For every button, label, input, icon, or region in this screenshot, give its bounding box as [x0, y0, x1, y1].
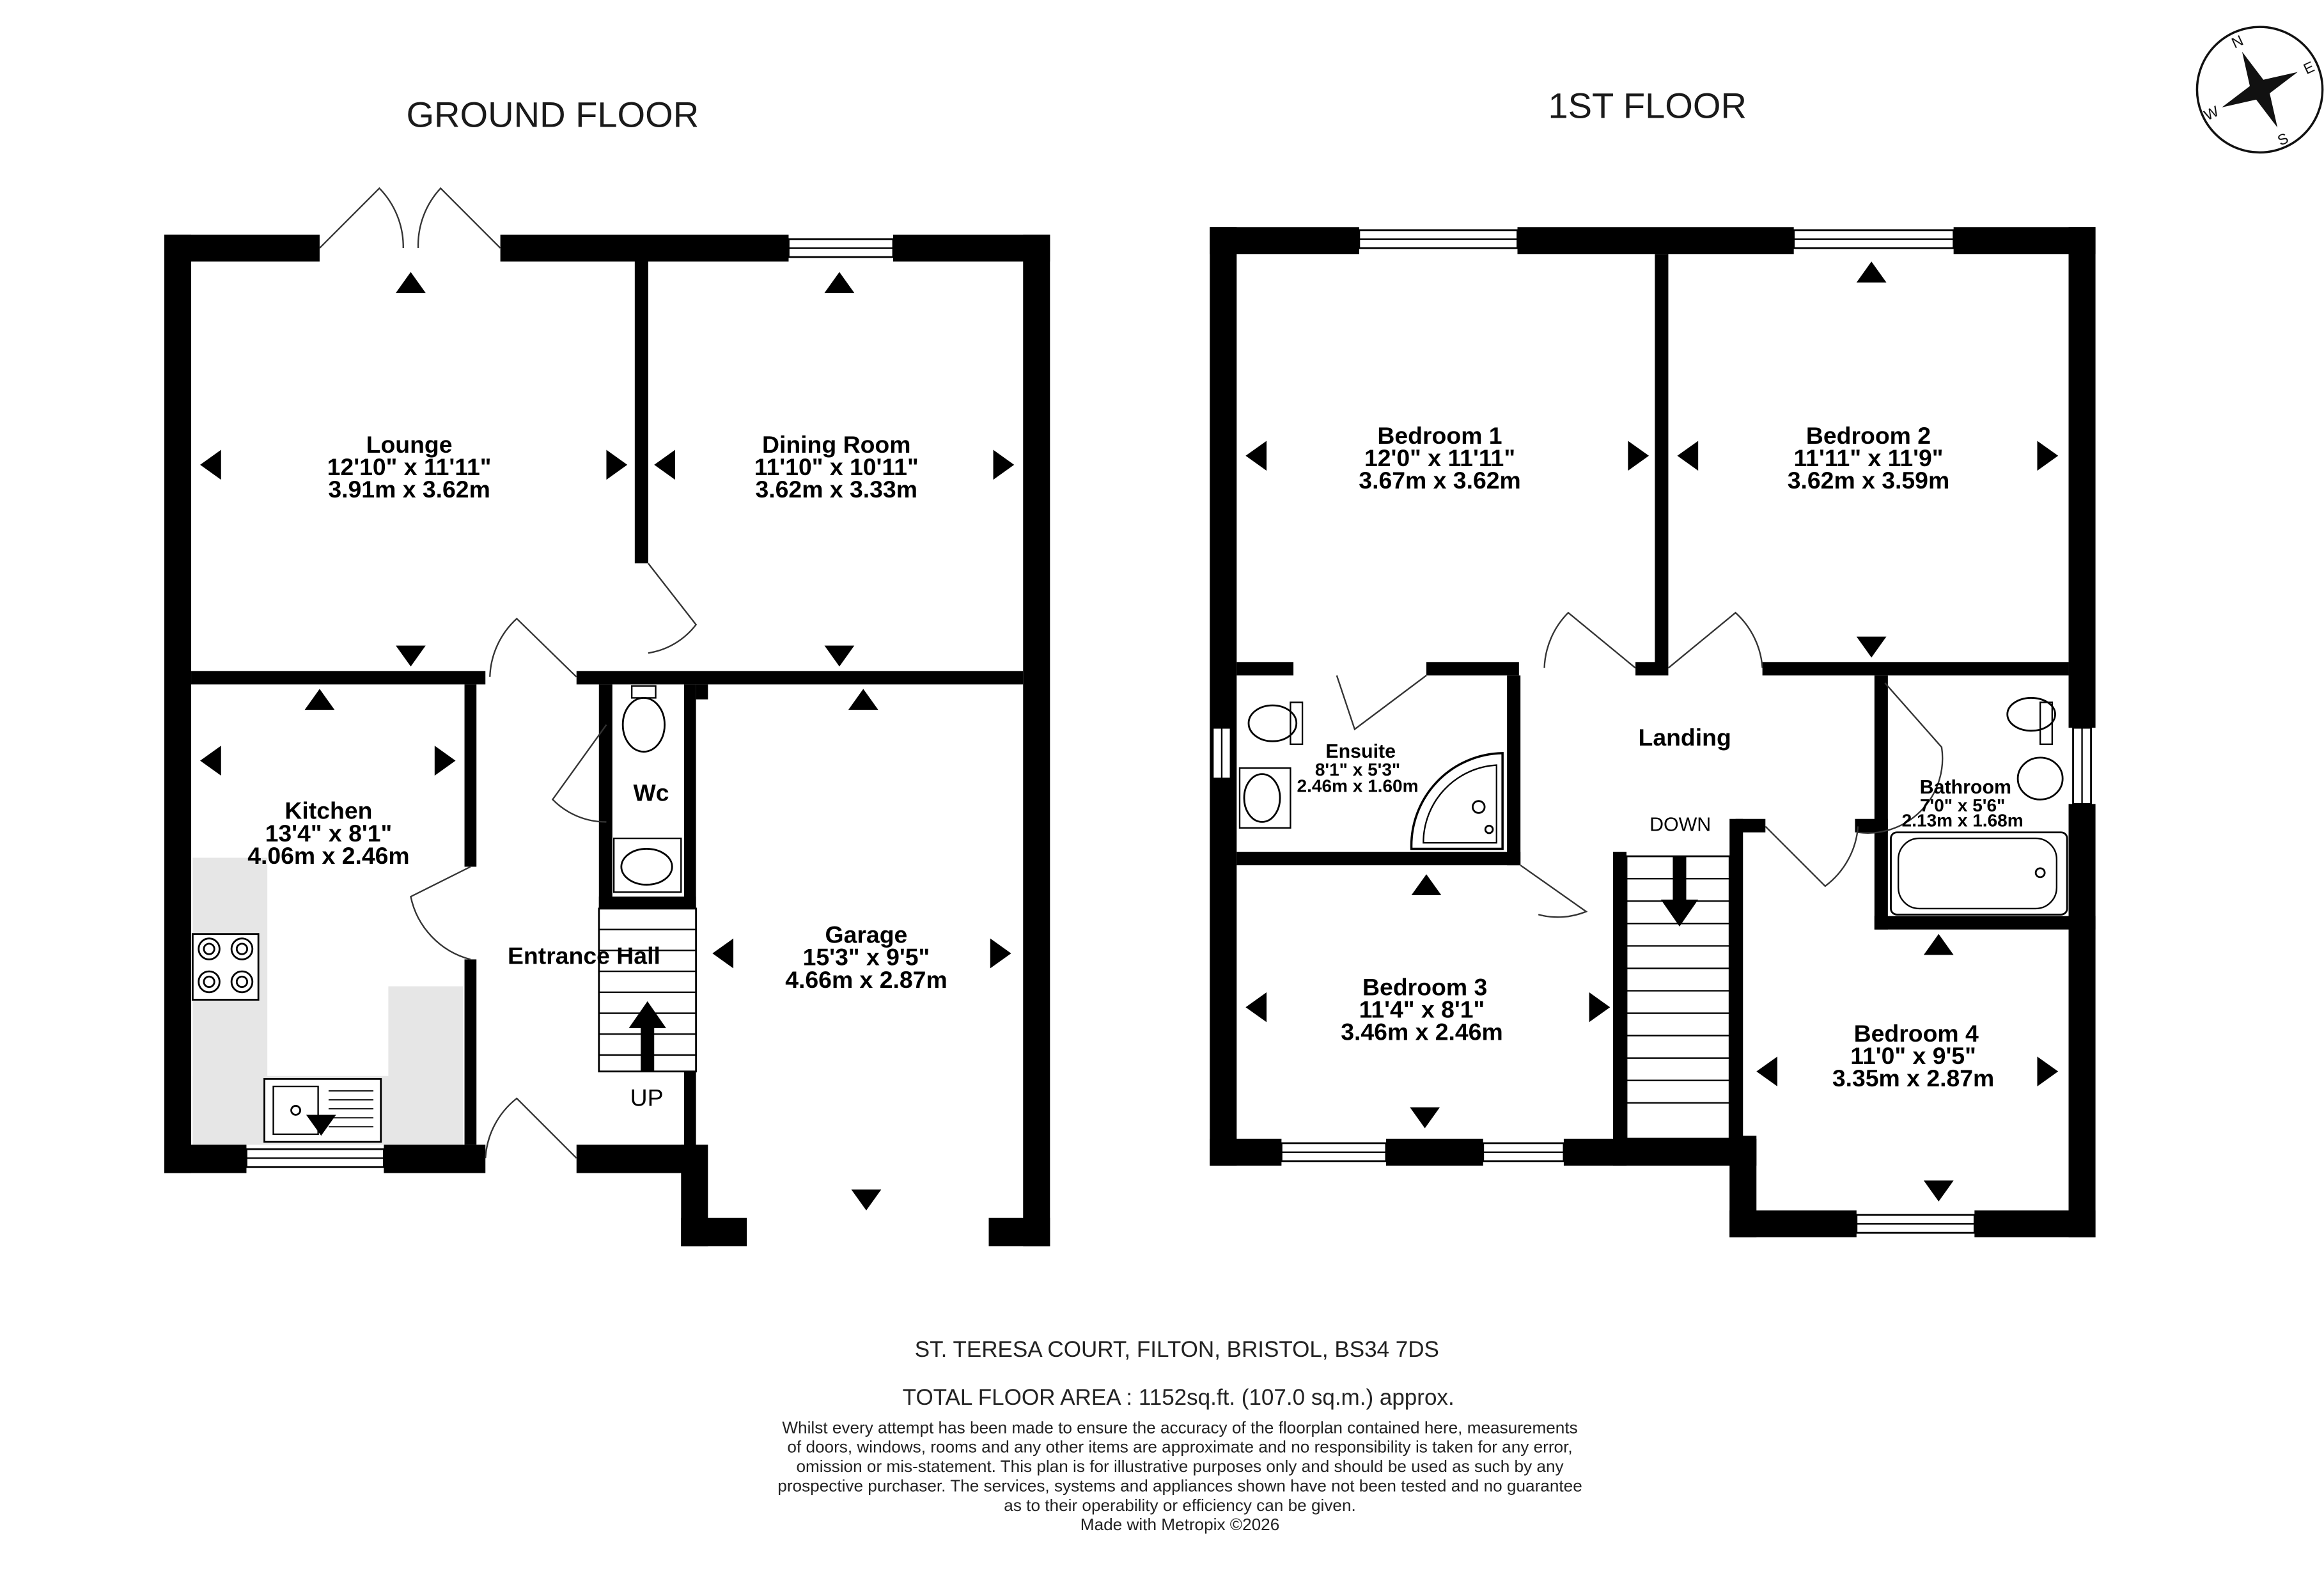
kitchen-imperial: 13'4" x 8'1": [265, 820, 393, 847]
ground-floor-dimension-markers: [200, 272, 1015, 1211]
first-floor-doors: [1336, 611, 1944, 918]
dining-room-label: Dining Room: [762, 431, 910, 458]
ensuite-imperial: 8'1" x 5'3": [1315, 760, 1400, 779]
ground-floor-title: GROUND FLOOR: [406, 95, 699, 135]
stairs-up-label: UP: [630, 1084, 664, 1111]
bedroom-1-label: Bedroom 1: [1377, 422, 1502, 449]
landing-label: Landing: [1638, 724, 1731, 751]
bedroom-4-imperial: 11'0" x 9'5": [1850, 1042, 1976, 1069]
bedroom-2-imperial: 11'11" x 11'9": [1793, 444, 1943, 471]
bedroom-4-label: Bedroom 4: [1854, 1020, 1979, 1047]
first-floor-walls: [1210, 227, 2096, 1238]
kitchen-metric: 4.06m x 2.46m: [247, 842, 409, 869]
lounge-label: Lounge: [366, 431, 453, 458]
ensuite-metric: 2.46m x 1.60m: [1297, 776, 1419, 796]
disclaimer-line-5: as to their operability or efficiency ca…: [1004, 1496, 1355, 1515]
bedroom-1-metric: 3.67m x 3.62m: [1359, 467, 1520, 494]
credit: Made with Metropix ©2026: [1080, 1515, 1279, 1534]
entrance-hall-label: Entrance Hall: [508, 942, 660, 969]
bedroom-4-metric: 3.35m x 2.87m: [1832, 1065, 1994, 1091]
ground-floor: GROUND FLOOR: [164, 95, 1050, 1247]
disclaimer-line-2: of doors, windows, rooms and any other i…: [787, 1437, 1572, 1457]
lounge-metric: 3.91m x 3.62m: [328, 476, 490, 503]
address: ST. TERESA COURT, FILTON, BRISTOL, BS34 …: [915, 1337, 1439, 1362]
wc-label: Wc: [634, 779, 669, 806]
footer: ST. TERESA COURT, FILTON, BRISTOL, BS34 …: [777, 1337, 1582, 1534]
bathroom-label: Bathroom: [1920, 777, 2011, 798]
ground-floor-doors: [319, 187, 698, 1159]
garage-imperial: 15'3" x 9'5": [803, 944, 930, 971]
kitchen-label: Kitchen: [285, 797, 372, 824]
first-floor-title: 1ST FLOOR: [1548, 86, 1747, 126]
first-floor: 1ST FLOOR: [1210, 86, 2096, 1238]
stairs-down-label: DOWN: [1649, 814, 1711, 835]
bedroom-2-metric: 3.62m x 3.59m: [1788, 467, 1949, 494]
disclaimer-line-3: omission or mis-statement. This plan is …: [796, 1457, 1564, 1476]
ensuite-label: Ensuite: [1325, 741, 1396, 762]
bedroom-1-imperial: 12'0" x 11'11": [1364, 444, 1515, 471]
first-floor-fixtures: [1238, 697, 2068, 1140]
bedroom-2-label: Bedroom 2: [1806, 422, 1931, 449]
garage-label: Garage: [825, 921, 908, 948]
ground-floor-fixtures: [191, 685, 698, 1143]
bedroom-3-metric: 3.46m x 2.46m: [1341, 1019, 1502, 1045]
disclaimer-line-1: Whilst every attempt has been made to en…: [782, 1418, 1577, 1437]
bedroom-3-label: Bedroom 3: [1362, 973, 1487, 1000]
dining-room-imperial: 11'10" x 10'11": [754, 453, 919, 480]
garage-metric: 4.66m x 2.87m: [785, 966, 947, 993]
bathroom-imperial: 7'0" x 5'6": [1920, 795, 2005, 815]
first-floor-dimension-markers: [1245, 261, 2059, 1202]
dining-room-metric: 3.62m x 3.33m: [755, 476, 917, 503]
bedroom-3-imperial: 11'4" x 8'1": [1359, 996, 1485, 1023]
bathroom-metric: 2.13m x 1.68m: [1902, 810, 2024, 830]
total-floor-area: TOTAL FLOOR AREA : 1152sq.ft. (107.0 sq.…: [903, 1385, 1454, 1410]
lounge-imperial: 12'10" x 11'11": [327, 453, 492, 480]
disclaimer-line-4: prospective purchaser. The services, sys…: [777, 1476, 1582, 1495]
